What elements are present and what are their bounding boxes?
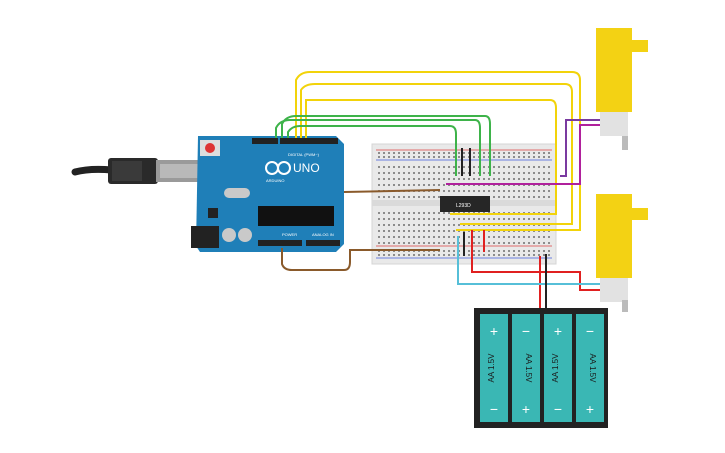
aa-cell-1: + − AA 1.5V [480,314,508,422]
chip-label: L293D [456,203,471,209]
cell-top-sign: + [490,323,498,339]
board-brand-text: ARDUINO [266,178,284,183]
cell-top-sign: + [554,323,562,339]
cell-label: AA 1.5V [588,354,597,384]
arduino-uno-board[interactable]: UNO ARDUINO DIGITAL (PWM~) POWER ANALOG … [191,136,344,252]
battery-pack[interactable]: + − AA 1.5V − + AA 1.5V + − AA 1.5V − + AA 1.5V [474,308,608,428]
board-model-text: UNO [293,161,320,175]
aa-cell-2: − + AA 1.5V [512,314,540,422]
battery-cells: + − AA 1.5V − + AA 1.5V + − AA 1.5V − + AA 1.5V [480,314,604,422]
power-label: POWER [282,232,297,237]
power-header [258,240,302,246]
usb-cable[interactable] [71,158,204,184]
digital-header [280,138,338,144]
cell-top-sign: − [522,323,530,339]
cell-bottom-sign: + [522,401,530,417]
aa-cell-4: − + AA 1.5V [576,314,604,422]
dc-motor-bottom[interactable] [596,194,648,312]
cell-label: AA 1.5V [551,353,560,383]
analog-label: ANALOG IN [312,232,334,237]
dc-motor-top[interactable] [596,28,648,150]
aa-cell-3: + − AA 1.5V [544,314,572,422]
cell-label: AA 1.5V [524,354,533,384]
capacitor-1 [222,228,236,242]
capacitor-2 [238,228,252,242]
digital-label: DIGITAL (PWM~) [288,152,320,157]
crystal [224,188,250,198]
cell-bottom-sign: + [586,401,594,417]
atmega-chip [258,206,334,226]
voltage-regulator [208,208,218,218]
cell-label: AA 1.5V [487,353,496,383]
cell-bottom-sign: − [554,401,562,417]
l293d-chip[interactable]: L293D [440,196,490,212]
analog-header [306,240,340,246]
digital-header-left [252,138,278,144]
wires [275,71,600,310]
power-jack [191,226,219,248]
cell-top-sign: − [586,323,594,339]
arduino-logo [265,161,291,175]
cell-bottom-sign: − [490,401,498,417]
